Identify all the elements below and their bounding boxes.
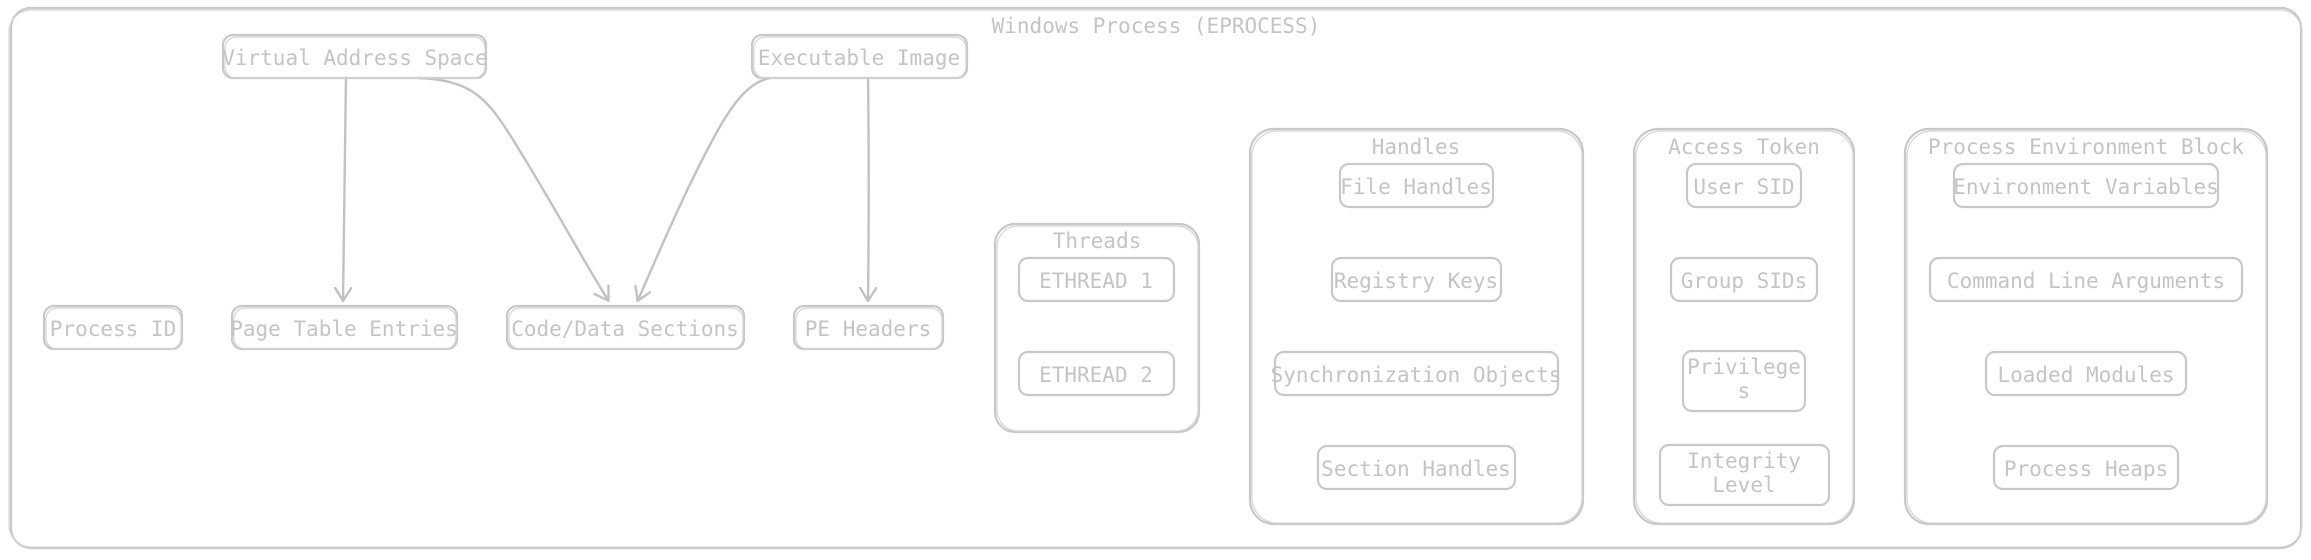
node-code-data-sections: Code/Data Sections (505, 304, 746, 351)
group-access-token: Access Token User SID Group SIDs Privile… (1632, 127, 1856, 526)
edge-exe-to-pe (868, 76, 869, 300)
item-process-heaps: Process Heaps (1992, 444, 2180, 491)
item-synchronization-objects: Synchronization Objects (1271, 350, 1562, 397)
item-loaded-modules: Loaded Modules (1984, 350, 2188, 397)
svg-text:Synchronization Objects: Synchronization Objects (1271, 363, 1562, 387)
group-process-environment-block: Process Environment Block Environment Va… (1903, 127, 2269, 526)
group-title: Handles (1372, 135, 1461, 159)
node-page-table-entries: Page Table Entries (230, 304, 459, 351)
svg-text:Registry Keys: Registry Keys (1334, 269, 1498, 293)
svg-text:Group SIDs: Group SIDs (1681, 269, 1807, 293)
group-title: Process Environment Block (1928, 135, 2244, 159)
node-label: Process ID (50, 317, 176, 341)
svg-text:ETHREAD 2: ETHREAD 2 (1039, 363, 1153, 387)
item-user-sid: User SID (1685, 162, 1803, 209)
svg-text:File Handles: File Handles (1340, 175, 1492, 199)
group-threads: Threads ETHREAD 1 ETHREAD 2 (993, 222, 1201, 434)
group-handles: Handles File Handles Registry Keys Synch… (1248, 127, 1585, 526)
item-environment-variables: Environment Variables (1952, 162, 2220, 209)
node-label: Virtual Address Space (222, 46, 488, 70)
edge-vas-to-code (416, 76, 608, 300)
group-title: Access Token (1668, 135, 1820, 159)
node-label: PE Headers (805, 317, 931, 341)
outer-title: Windows Process (EPROCESS) (992, 14, 1321, 38)
edge-exe-to-code (638, 76, 772, 300)
svg-text:Loaded Modules: Loaded Modules (1997, 363, 2174, 387)
node-label: Code/Data Sections (511, 317, 739, 341)
node-pe-headers: PE Headers (792, 304, 945, 351)
item-group-sids: Group SIDs (1669, 256, 1819, 303)
svg-text:Section Handles: Section Handles (1321, 457, 1511, 481)
item-file-handles: File Handles (1338, 162, 1495, 209)
node-process-id: Process ID (42, 304, 184, 351)
svg-text:ETHREAD 1: ETHREAD 1 (1039, 269, 1153, 293)
node-label: Page Table Entries (230, 317, 458, 341)
svg-text:Process Heaps: Process Heaps (2004, 457, 2168, 481)
item-section-handles: Section Handles (1316, 444, 1517, 491)
svg-text:Environment Variables: Environment Variables (1953, 175, 2219, 199)
eprocess-container: Windows Process (EPROCESS) (8, 6, 2303, 550)
node-virtual-address-space: Virtual Address Space (221, 33, 488, 80)
item-registry-keys: Registry Keys (1330, 256, 1503, 303)
group-title: Threads (1053, 229, 1142, 253)
edges (343, 76, 869, 300)
node-executable-image: Executable Image (750, 33, 969, 80)
svg-text:Command Line Arguments: Command Line Arguments (1947, 269, 2225, 293)
item-ethread-1: ETHREAD 1 (1017, 256, 1176, 303)
item-ethread-2: ETHREAD 2 (1017, 350, 1176, 397)
node-label: Executable Image (758, 46, 960, 70)
edge-vas-to-pte (343, 76, 346, 300)
item-command-line-arguments: Command Line Arguments (1928, 256, 2244, 303)
svg-text:User SID: User SID (1693, 175, 1794, 199)
